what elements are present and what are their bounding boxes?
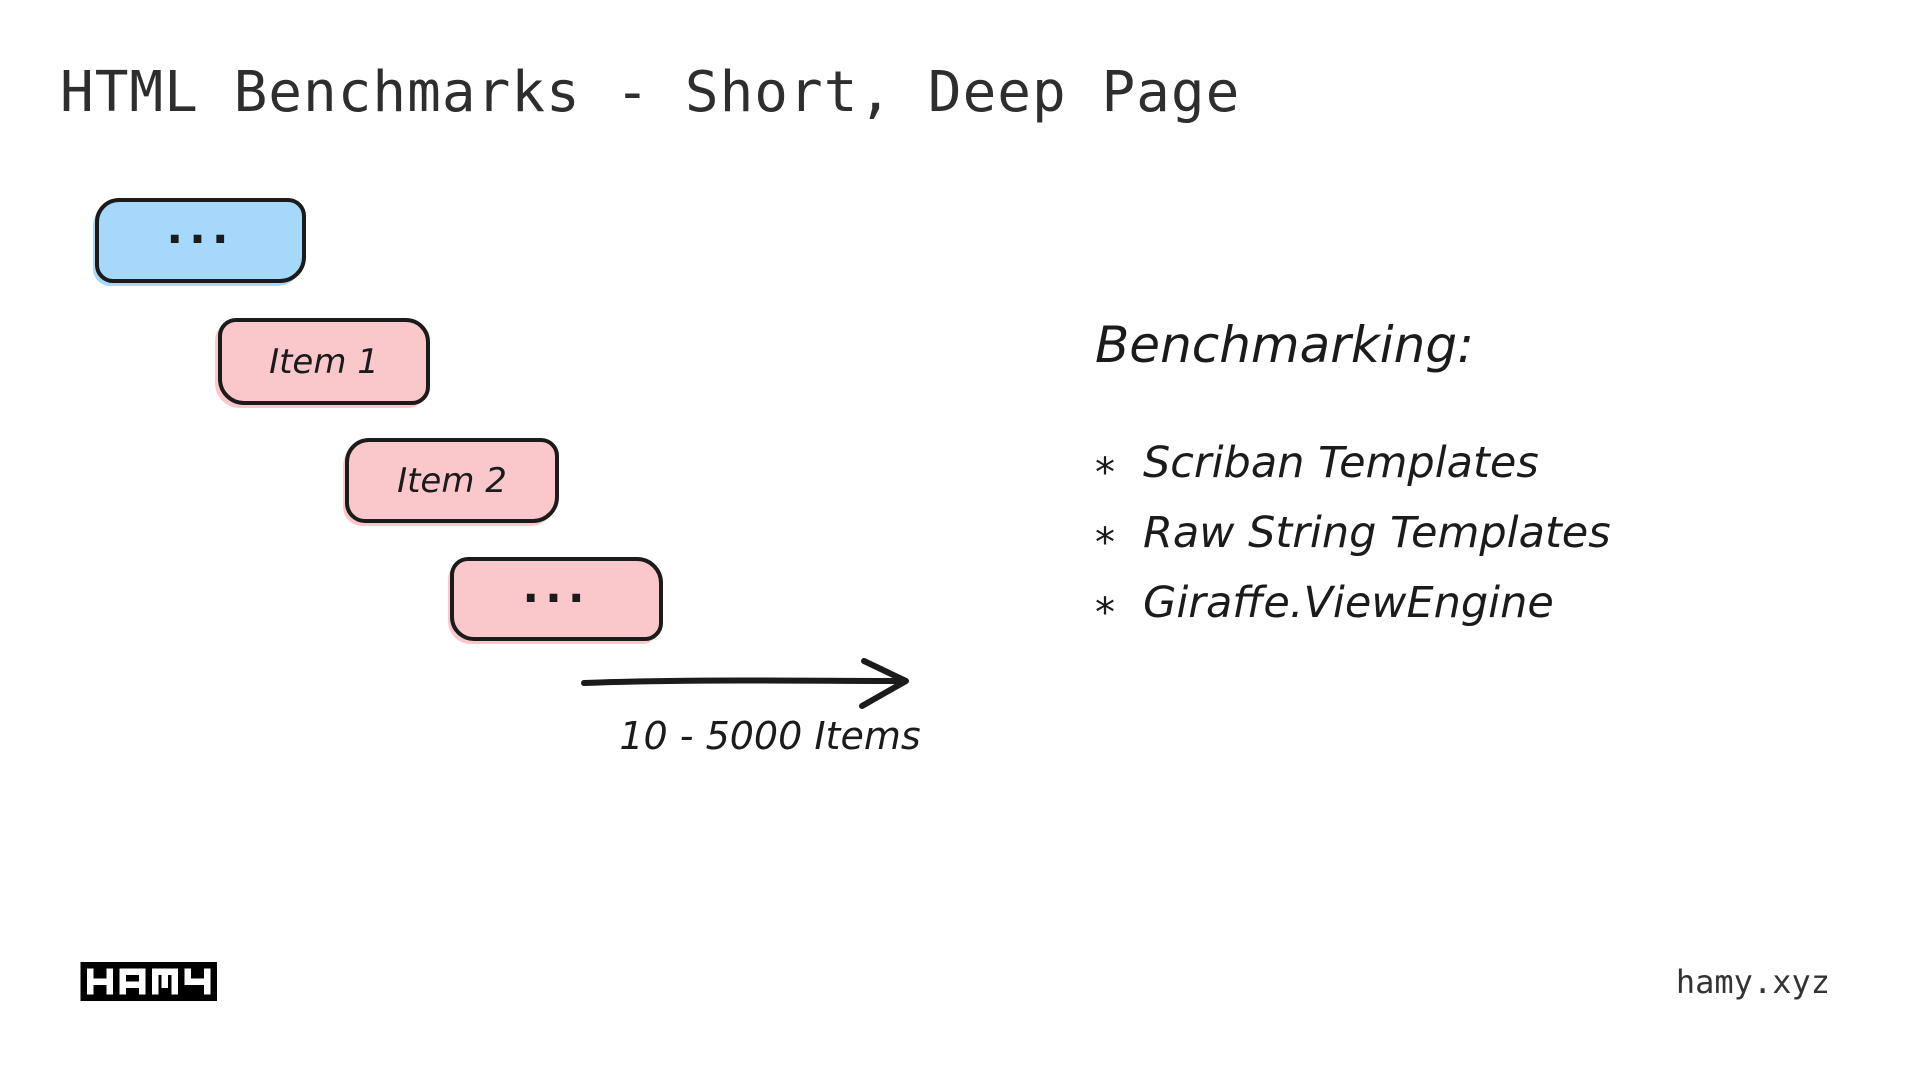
list-item-label: Raw String Templates (1143, 508, 1611, 558)
list-item: * Scriban Templates (1095, 438, 1611, 508)
flow-box-ellipsis-top: ... (95, 198, 306, 283)
flow-box-ellipsis-bottom: ... (450, 557, 663, 641)
flow-box-item-1: Item 1 (218, 318, 430, 405)
asterisk-bullet: * (1095, 450, 1115, 496)
flow-box-label: Item 1 (269, 341, 379, 382)
site-url: hamy.xyz (1675, 963, 1830, 1001)
arrow-range-label: 10 - 5000 Items (619, 714, 921, 758)
list-item-label: Scriban Templates (1143, 438, 1539, 488)
flow-box-label: ... (166, 203, 235, 254)
hamy-logo (80, 962, 217, 1001)
asterisk-bullet: * (1095, 590, 1115, 636)
list-item: * Raw String Templates (1095, 508, 1611, 578)
benchmarking-heading: Benchmarking: (1095, 316, 1474, 374)
list-item-label: Giraffe.ViewEngine (1143, 578, 1554, 628)
flow-box-label: Item 2 (397, 460, 507, 501)
right-arrow-icon (581, 658, 909, 709)
flow-box-label: ... (522, 561, 591, 613)
flow-box-item-2: Item 2 (345, 438, 559, 523)
asterisk-bullet: * (1095, 520, 1115, 566)
list-item: * Giraffe.ViewEngine (1095, 578, 1611, 648)
page-title: HTML Benchmarks - Short, Deep Page (60, 60, 1241, 125)
benchmarking-list: * Scriban Templates * Raw String Templat… (1095, 438, 1611, 648)
